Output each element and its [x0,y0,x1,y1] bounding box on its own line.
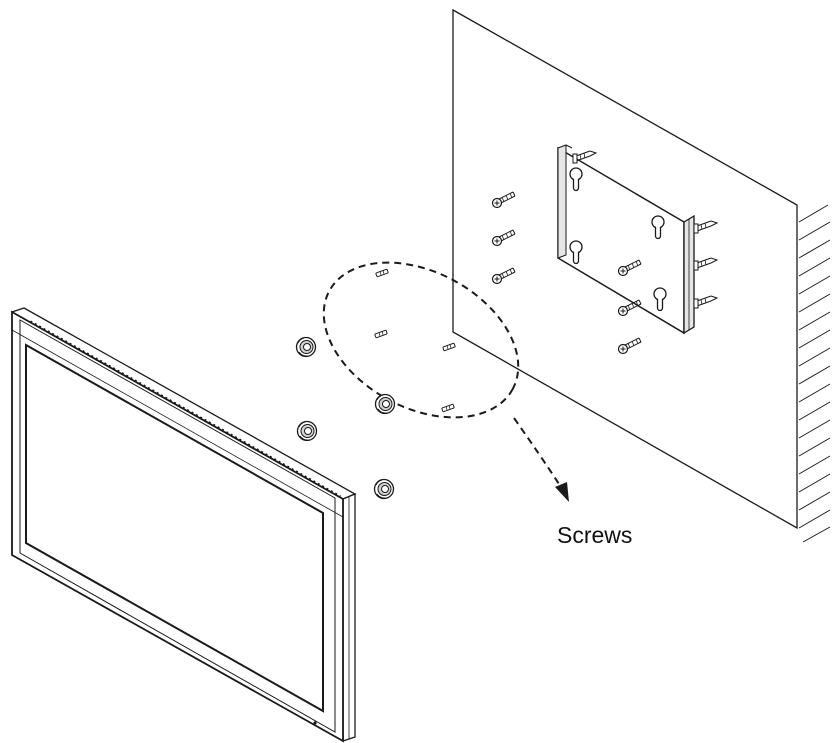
screws-label: Screws [557,522,633,548]
screw-icon [375,268,389,278]
callout-arrow [513,417,569,502]
spacer-nut-icon [373,478,395,500]
spacer-nut-icon [374,393,396,415]
screw-icon [374,329,388,339]
screw-icon [442,342,456,352]
monitor-screws [374,268,456,413]
arrowhead-icon [555,482,569,502]
monitor [10,307,357,743]
monitor-screen [25,343,324,713]
screw-icon [441,403,455,413]
power-led-icon [313,721,317,725]
wall-hatching [798,204,831,543]
spacer-nut-icon [296,420,318,442]
mounting-bracket [557,144,695,335]
spacer-nut-icon [295,336,317,358]
